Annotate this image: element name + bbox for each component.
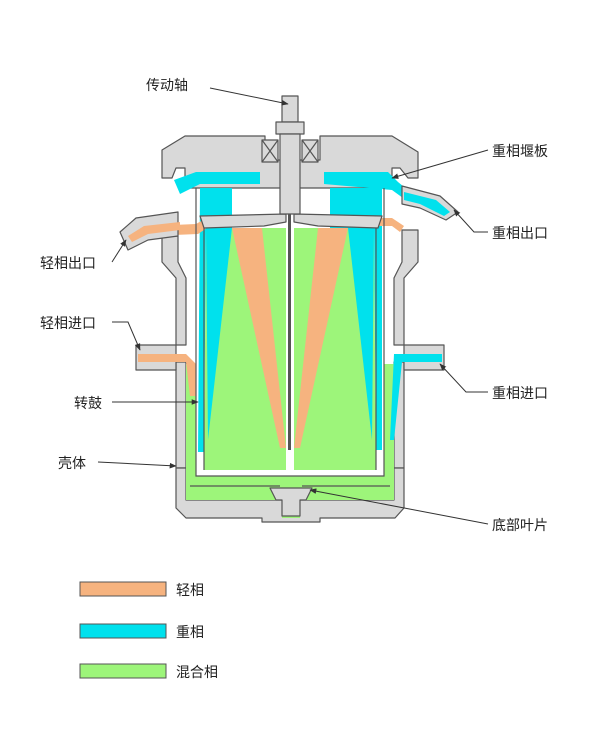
heavy-phase-inlet-flow (390, 354, 440, 440)
leader-bottom-vane (309, 488, 489, 525)
heavy-phase-top-left (174, 172, 260, 194)
legend-label-heavy: 重相 (176, 625, 204, 641)
bearing-cross-right (301, 139, 319, 163)
rotor-drum (190, 188, 390, 487)
leader-drive-shaft (209, 87, 289, 106)
legend-item-heavy: 重相 (79, 623, 204, 641)
label-bottom-vane: 底部叶片 (492, 518, 548, 534)
leader-light-inlet (112, 321, 141, 351)
shell-left-wall (161, 235, 187, 346)
legend-swatch-light (79, 581, 167, 597)
label-heavy-outlet: 重相出口 (492, 226, 548, 242)
heavy-phase-left-band (206, 228, 232, 440)
legend: 轻相 重相 混合相 (79, 581, 218, 681)
heavy-outlet-flow-pipe (404, 192, 450, 216)
label-heavy-inlet: 重相进口 (492, 386, 548, 402)
label-light-inlet: 轻相进口 (40, 316, 96, 332)
legend-label-mixed: 混合相 (176, 665, 218, 681)
shaft-body (279, 133, 301, 215)
legend-item-light: 轻相 (79, 581, 204, 599)
drum-outline (195, 188, 385, 477)
leader-shell (97, 461, 177, 469)
shaft-tip (281, 95, 299, 123)
label-heavy-weir: 重相堰板 (492, 144, 548, 160)
leader-heavy-weir (391, 149, 489, 179)
shaft-collar (275, 121, 305, 135)
leader-heavy-inlet (439, 363, 488, 393)
light-phase-cone-left (232, 228, 286, 448)
legend-item-mixed: 混合相 (79, 663, 218, 681)
drive-shaft (261, 95, 319, 517)
label-shell: 壳体 (58, 455, 86, 472)
legend-swatch-heavy (79, 623, 167, 639)
legend-label-light: 轻相 (176, 583, 204, 599)
heavy-phase-left (198, 188, 232, 452)
drum-top-plate-right (293, 213, 383, 229)
shell-left-lower-wall (175, 361, 187, 469)
bearing-cross-left (261, 139, 279, 163)
shell-right-wall (393, 229, 419, 346)
light-outlet-flow-pipe (128, 222, 180, 242)
label-drive-shaft: 传动轴 (146, 78, 188, 94)
heavy-phase-right-band (348, 228, 374, 440)
leader-heavy-outlet (453, 209, 488, 233)
light-phase-cone-right (294, 228, 348, 448)
drum-top-plate-left (199, 213, 287, 229)
mixed-phase-region (186, 364, 394, 518)
light-inlet-flow-pipe (138, 354, 186, 362)
label-rotor-drum: 转鼓 (74, 396, 102, 412)
heavy-phase-right (330, 188, 382, 450)
legend-swatch-mixed (79, 663, 167, 679)
label-light-outlet: 轻相出口 (40, 256, 96, 272)
leader-light-outlet (111, 239, 127, 263)
heavy-inlet-flow-pipe (398, 354, 442, 362)
shaft-center-line (288, 214, 291, 450)
